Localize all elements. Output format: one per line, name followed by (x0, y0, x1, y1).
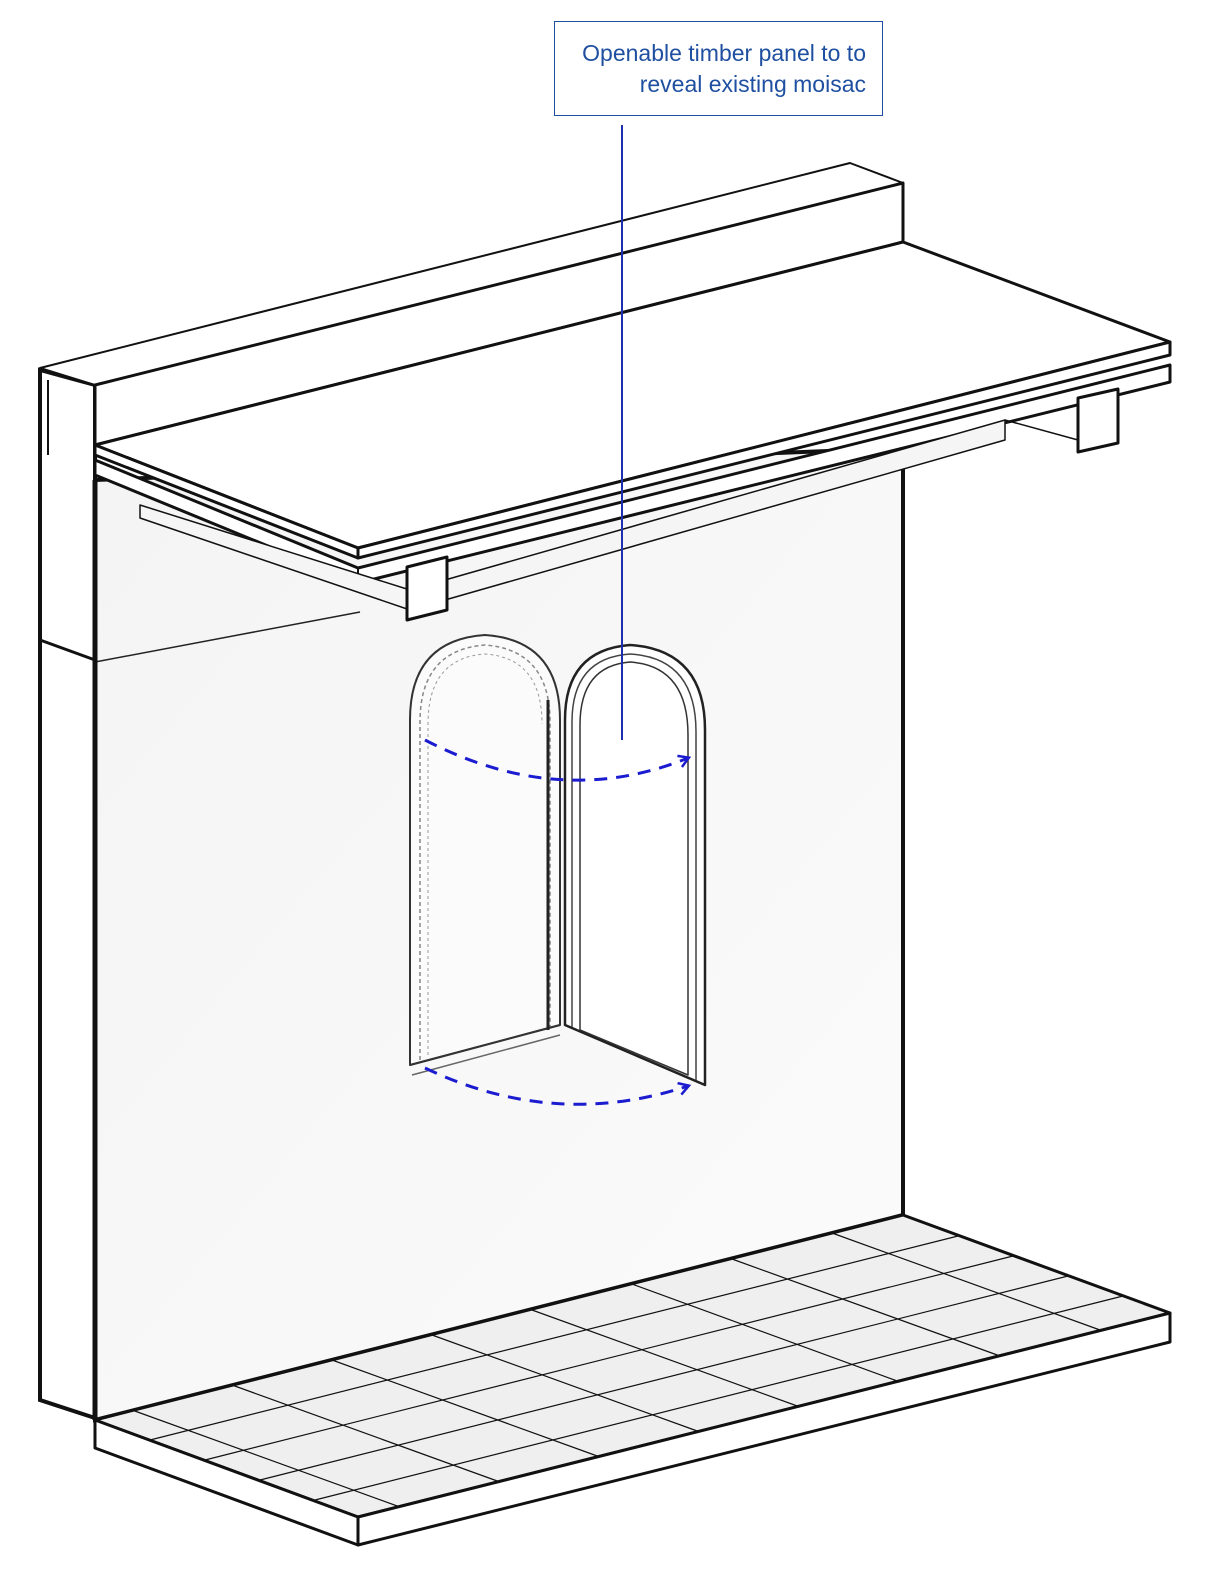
tiled-floor-icon (93, 1213, 1172, 1547)
arched-panel-icon (409, 634, 707, 1087)
swing-arrow-icon (424, 738, 688, 1106)
canopy-slab-icon (39, 162, 1172, 622)
callout-line-1: Openable timber panel to to (582, 39, 866, 66)
callout-line-2: reveal existing moisac (639, 70, 866, 97)
annotation-callout: Openable timber panel to to reveal exist… (554, 21, 883, 116)
side-pier (38, 367, 97, 1421)
